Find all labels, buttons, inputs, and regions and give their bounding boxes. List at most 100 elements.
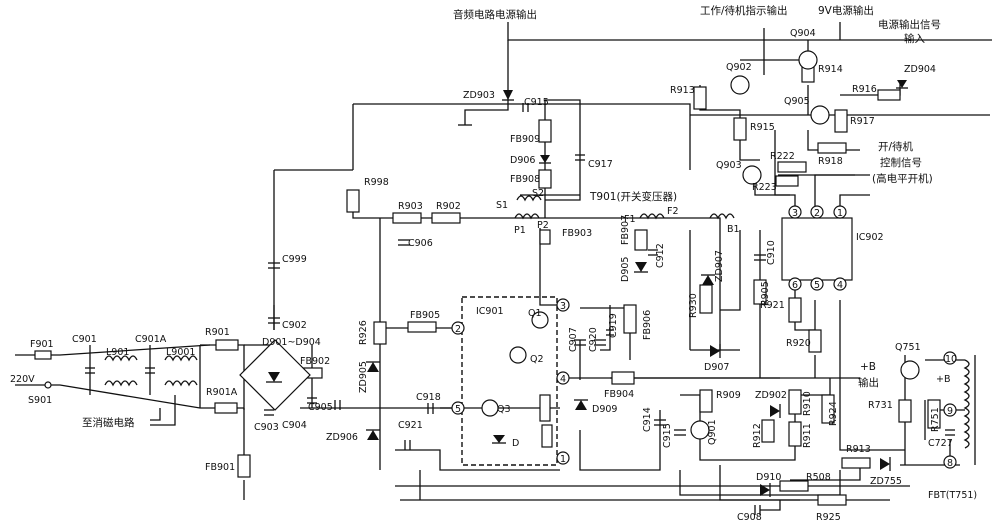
label-c914: C914 bbox=[642, 407, 653, 432]
signal-9v-out: 9V电源输出 bbox=[818, 4, 874, 17]
label-ic902-p1: 1 bbox=[837, 208, 843, 219]
label-r916: R916 bbox=[852, 84, 877, 95]
label-p2: P2 bbox=[537, 220, 549, 231]
resistor-r998 bbox=[346, 189, 360, 213]
label-r731: R731 bbox=[868, 400, 893, 411]
resistor-fb903 bbox=[539, 229, 551, 245]
resistor-r929 bbox=[539, 394, 551, 422]
resistor-fb901 bbox=[237, 454, 251, 478]
label-c920: C920 bbox=[588, 327, 599, 352]
label-c902: C902 bbox=[282, 320, 307, 331]
label-c905: C905 bbox=[308, 402, 333, 413]
label-c906: C906 bbox=[408, 238, 433, 249]
label-ic902-p5: 5 bbox=[814, 280, 820, 291]
label-p1: P1 bbox=[514, 225, 526, 236]
label-s2: S2 bbox=[532, 188, 544, 199]
label-pin3: 3 bbox=[560, 301, 566, 312]
resistor-r916 bbox=[877, 89, 901, 101]
resistor-r508 bbox=[779, 480, 809, 492]
resistor-r903 bbox=[392, 212, 422, 224]
fbt-plus-b: +B bbox=[936, 374, 950, 385]
ic901-boundary bbox=[461, 296, 558, 466]
label-zd905: ZD905 bbox=[358, 361, 369, 393]
label-r223: R223 bbox=[752, 182, 777, 193]
label-ic902: IC902 bbox=[856, 232, 884, 243]
label-r913: R913 bbox=[670, 85, 695, 96]
resistor-r913 bbox=[693, 86, 707, 110]
resistor-r911 bbox=[788, 421, 802, 447]
bridge-rectifier bbox=[239, 339, 311, 411]
label-d907: D907 bbox=[704, 362, 729, 373]
label-r913b: R913 bbox=[846, 444, 871, 455]
label-r998: R998 bbox=[364, 177, 389, 188]
label-zd906: ZD906 bbox=[326, 432, 358, 443]
label-fb905: FB905 bbox=[410, 310, 440, 321]
resistor-ic-internal bbox=[541, 424, 553, 448]
resistor-r913b bbox=[841, 457, 871, 469]
label-c912: C912 bbox=[655, 243, 666, 268]
label-fb908: FB908 bbox=[510, 174, 540, 185]
label-zd755: ZD755 bbox=[870, 476, 902, 487]
label-bridge: D901~D904 bbox=[262, 337, 321, 348]
label-c903: C903 bbox=[254, 422, 279, 433]
resistor-r901a bbox=[214, 402, 238, 414]
signal-work-standby-out: 工作/待机指示输出 bbox=[700, 4, 788, 17]
fuse-f901 bbox=[34, 350, 52, 360]
label-c915b: C915 bbox=[662, 423, 673, 448]
signal-on-standby-2: 控制信号 bbox=[880, 156, 922, 169]
label-q905: Q905 bbox=[784, 96, 810, 107]
resistor-fb907 bbox=[634, 229, 648, 251]
label-s1: S1 bbox=[496, 200, 508, 211]
transistor-group bbox=[481, 50, 920, 440]
label-c999: C999 bbox=[282, 254, 307, 265]
label-d: D bbox=[512, 438, 519, 449]
resistor-fb909 bbox=[538, 119, 552, 143]
label-r920: R920 bbox=[786, 338, 811, 349]
resistor-r731 bbox=[898, 399, 912, 423]
label-r902: R902 bbox=[436, 201, 461, 212]
label-r222: R222 bbox=[770, 151, 795, 162]
label-c917: C917 bbox=[588, 159, 613, 170]
resistor-r222 bbox=[777, 161, 807, 173]
resistor-fb904 bbox=[611, 371, 635, 385]
label-d910: D910 bbox=[756, 472, 781, 483]
switch-s901 bbox=[44, 381, 52, 389]
label-c901a: C901A bbox=[135, 334, 167, 345]
label-c910: C910 bbox=[766, 240, 777, 265]
label-fbt-p9: 9 bbox=[947, 406, 953, 417]
label-zd907: ZD907 bbox=[714, 250, 725, 282]
label-pin5: 5 bbox=[455, 404, 461, 415]
capacitor-group bbox=[85, 103, 955, 515]
label-r508: R508 bbox=[806, 472, 831, 483]
label-fb902: FB902 bbox=[300, 356, 330, 367]
resistor-r920 bbox=[808, 329, 822, 353]
label-ic902-p6: 6 bbox=[792, 280, 798, 291]
resistor-fb905 bbox=[407, 321, 437, 333]
label-c921: C921 bbox=[398, 420, 423, 431]
label-ic902-p2: 2 bbox=[814, 208, 820, 219]
signal-on-standby-3: (高电平开机) bbox=[872, 172, 933, 185]
label-d905: D905 bbox=[620, 257, 631, 282]
labels: 音频电路电源输出 工作/待机指示输出 9V电源输出 电源输出信号 输入 开/待机… bbox=[10, 4, 977, 523]
resistor-fb908 bbox=[538, 169, 552, 189]
label-q2: Q2 bbox=[530, 354, 544, 365]
label-r901: R901 bbox=[205, 327, 230, 338]
label-r930: R930 bbox=[688, 293, 699, 318]
components bbox=[34, 50, 976, 515]
label-c918: C918 bbox=[416, 392, 441, 403]
label-q901: Q901 bbox=[707, 419, 718, 445]
label-r905: R905 bbox=[760, 281, 771, 306]
fbt-label: FBT(T751) bbox=[928, 490, 977, 501]
label-r914: R914 bbox=[818, 64, 843, 75]
ic902-box bbox=[781, 217, 853, 281]
label-fb901: FB901 bbox=[205, 462, 235, 473]
label-zd904: ZD904 bbox=[904, 64, 936, 75]
resistor-r924 bbox=[821, 394, 835, 424]
resistor-r901 bbox=[215, 339, 239, 351]
label-q904: Q904 bbox=[790, 28, 816, 39]
label-q1: Q1 bbox=[528, 308, 542, 319]
resistor-r915 bbox=[733, 117, 747, 141]
signal-mains: 220V bbox=[10, 374, 35, 385]
label-l901: L901 bbox=[106, 347, 129, 358]
label-pin2: 2 bbox=[455, 324, 461, 335]
